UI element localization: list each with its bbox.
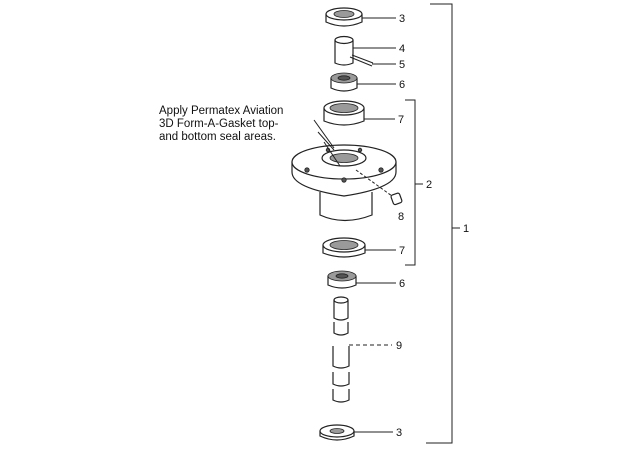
part-9-spindle-shaft xyxy=(332,296,350,403)
part-6-bottom-bearing xyxy=(327,270,357,289)
bracket-part-1 xyxy=(426,3,460,444)
callout-6-bottom: 6 xyxy=(399,278,405,290)
note-line-3: and bottom seal areas. xyxy=(159,131,276,143)
note-line-1: Apply Permatex Aviation xyxy=(159,105,283,117)
callout-3-top: 3 xyxy=(399,13,405,25)
callout-7-top: 7 xyxy=(398,114,404,126)
bracket-part-2 xyxy=(405,99,423,266)
callout-2: 2 xyxy=(426,179,432,191)
callout-1: 1 xyxy=(463,223,469,235)
leader-lines xyxy=(313,17,396,433)
part-3-top-washer xyxy=(325,7,363,27)
part-5-pin xyxy=(349,54,374,67)
callout-3-bottom: 3 xyxy=(396,427,402,439)
part-4-spacer-sleeve xyxy=(334,35,354,66)
callout-7-bottom: 7 xyxy=(399,245,405,257)
callout-8: 8 xyxy=(398,211,404,223)
callout-9: 9 xyxy=(396,340,402,352)
callout-4: 4 xyxy=(399,43,405,55)
part-6-top-bearing xyxy=(330,72,358,92)
part-3-bottom-washer xyxy=(319,424,355,441)
part-7-bottom-seal xyxy=(322,237,366,258)
part-7-top-seal xyxy=(323,100,365,126)
callout-6-top: 6 xyxy=(399,79,405,91)
part-2-spindle-housing xyxy=(291,144,397,222)
part-8-grease-fitting xyxy=(355,169,403,206)
callout-5: 5 xyxy=(399,59,405,71)
note-line-2: 3D Form-A-Gasket top- xyxy=(159,118,279,130)
